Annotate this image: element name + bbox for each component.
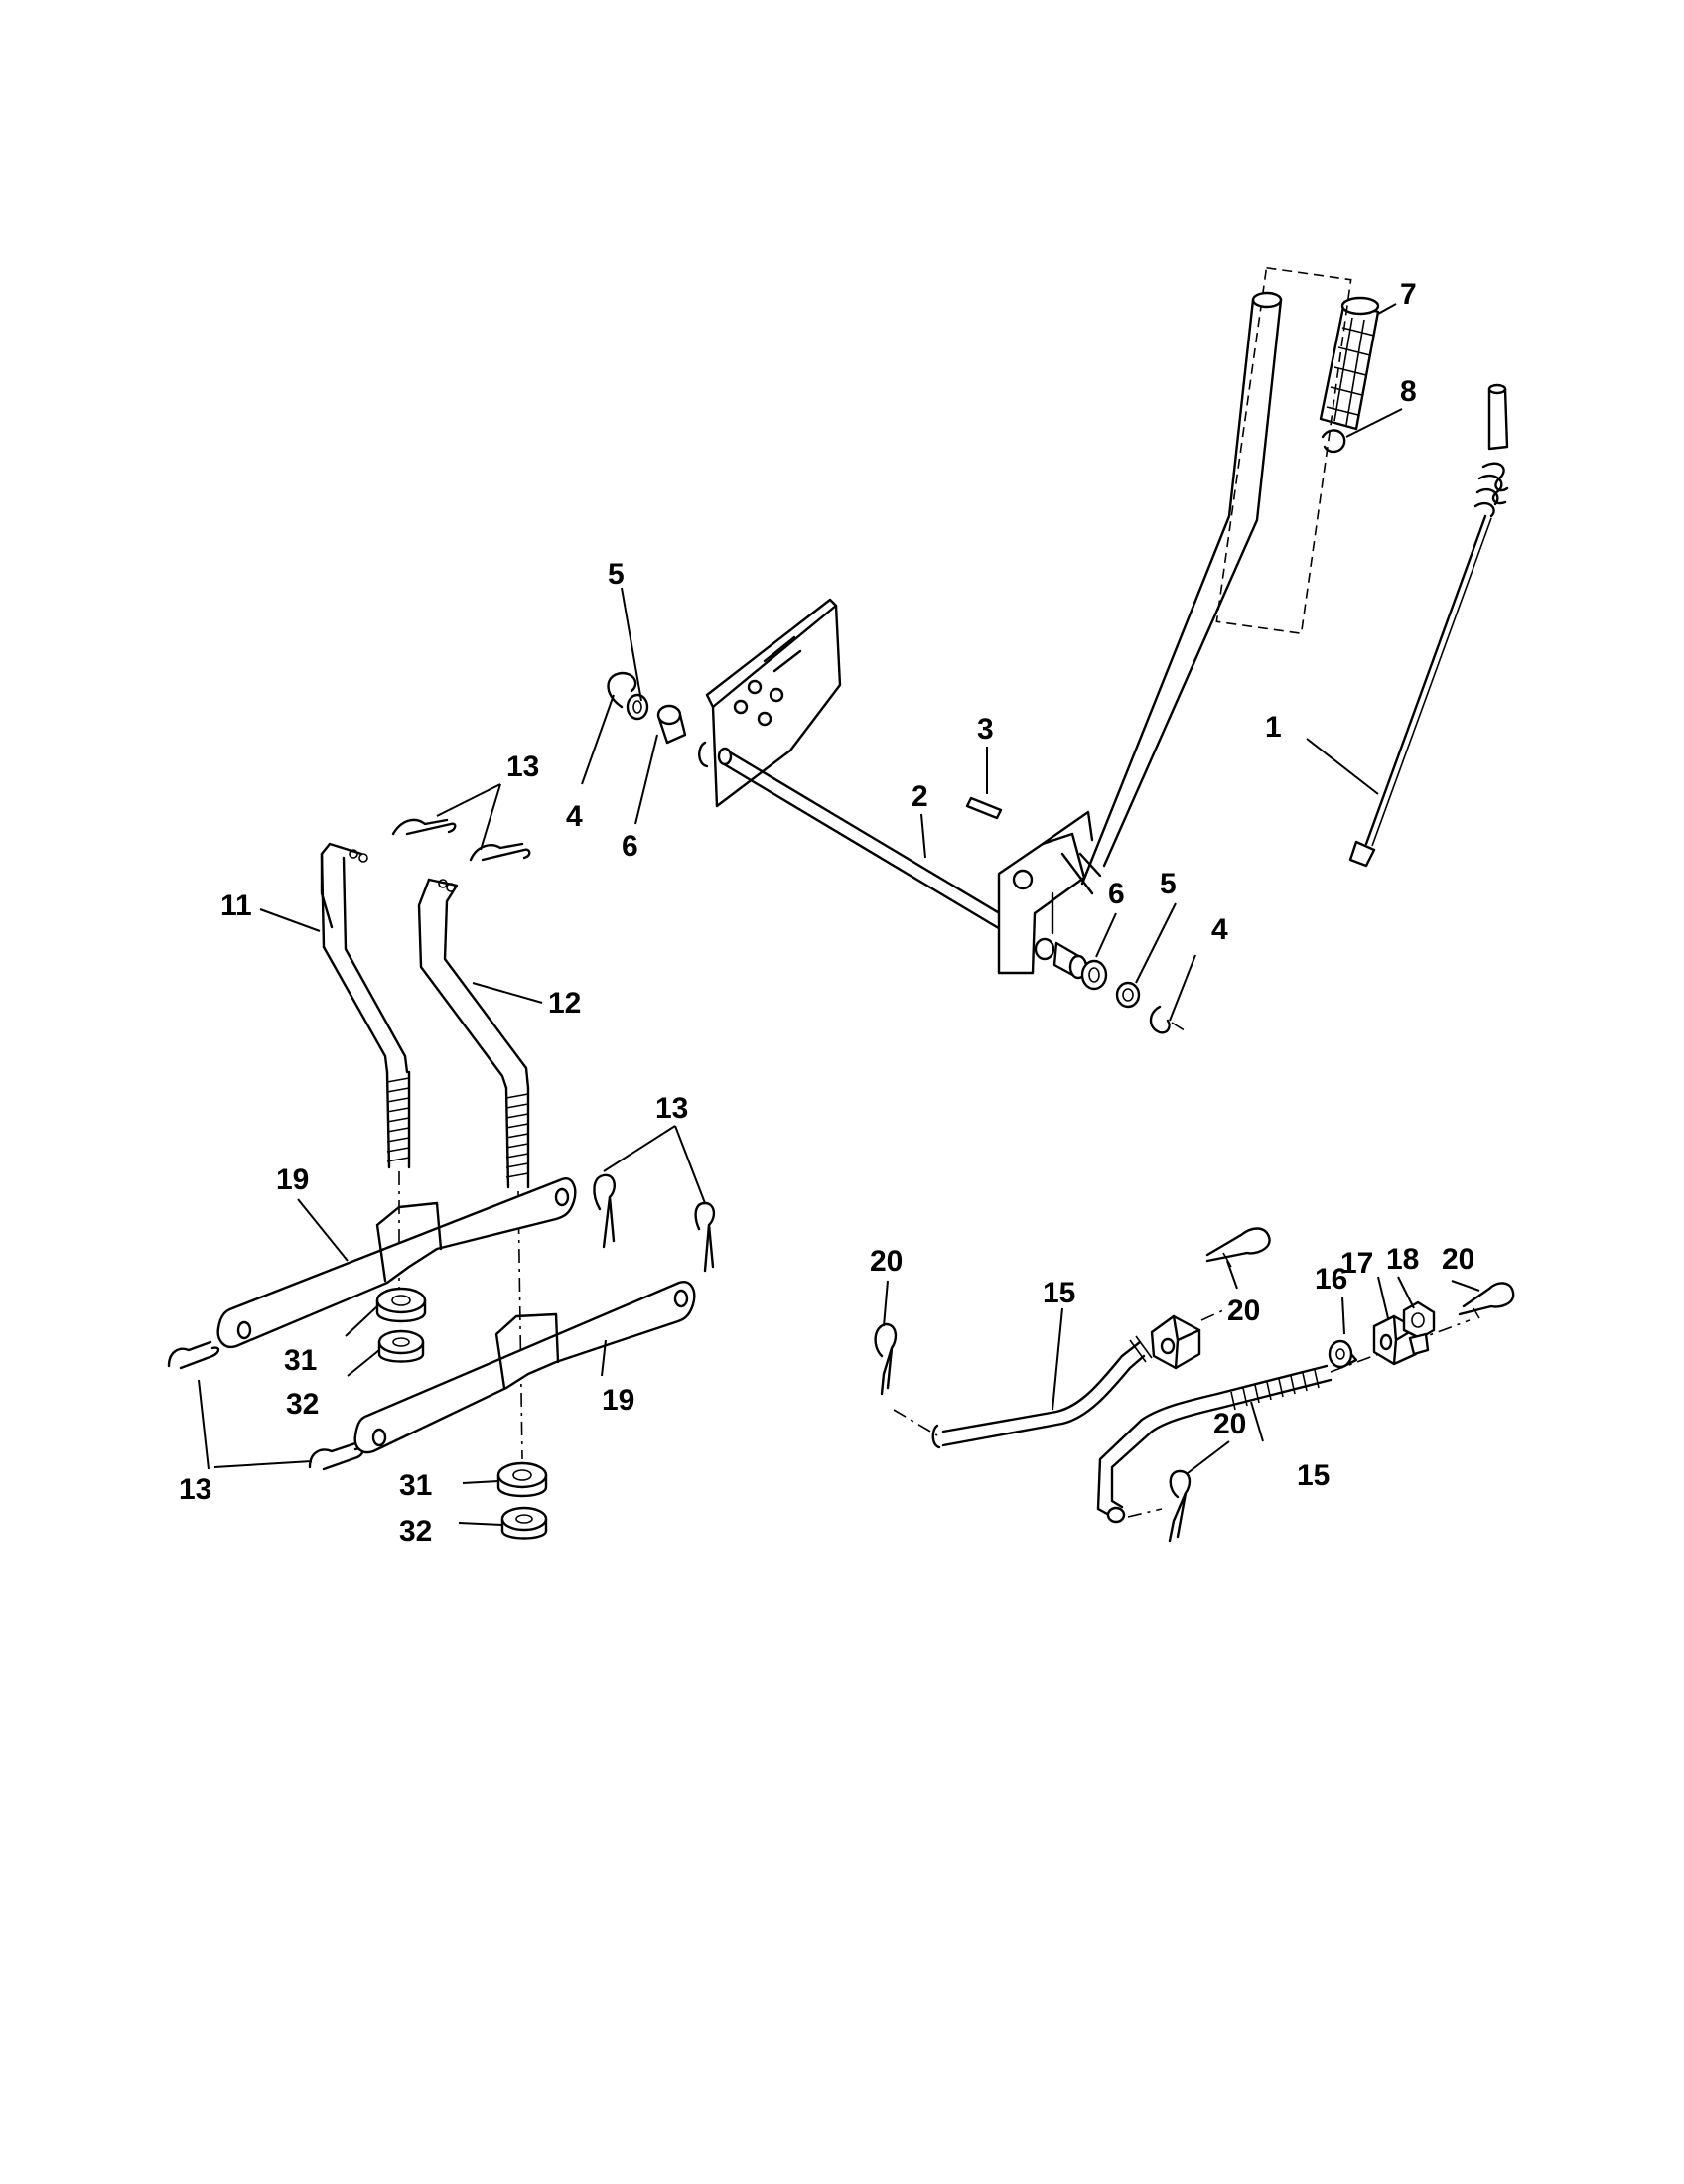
part-washer-right-6 [1080, 959, 1108, 991]
part-lift-arm-19-lower [353, 1281, 696, 1454]
part-hairpin-clip-13-bot-a [167, 1340, 220, 1370]
callout-15-lower: 15 [1297, 1459, 1330, 1492]
part-roll-pin [965, 796, 1003, 820]
part-hairpin-20-left [874, 1322, 898, 1396]
callout-5-right: 5 [1160, 868, 1177, 900]
part-lift-arm-19-upper [216, 1177, 577, 1349]
callout-17: 17 [1340, 1247, 1373, 1280]
part-washer-right-5 [1115, 981, 1141, 1009]
callout-15-upper: 15 [1043, 1277, 1075, 1309]
part-spacer-31-lower [496, 1461, 548, 1498]
centerline-rod-lower [1330, 1319, 1471, 1373]
part-spacer-31-upper [375, 1287, 427, 1323]
callout-6-right: 6 [1108, 878, 1125, 910]
part-handle-grip [1319, 296, 1380, 431]
callout-20-upper: 20 [1227, 1295, 1260, 1327]
centerline-rod-lower-left [1127, 1508, 1163, 1518]
centerline-rod-upper-left [893, 1409, 938, 1436]
callout-3: 3 [977, 713, 994, 746]
part-cable [1348, 383, 1509, 868]
callout-31-upper: 31 [284, 1344, 317, 1377]
part-bushing-left [656, 704, 687, 745]
callout-8: 8 [1400, 375, 1417, 408]
callout-1: 1 [1265, 711, 1282, 744]
part-hairpin-20-lower [1168, 1469, 1192, 1543]
part-e-clip-left [607, 671, 637, 709]
callout-7: 7 [1400, 278, 1417, 311]
part-lift-link-12 [417, 878, 530, 1189]
centerline-link-12 [517, 1190, 523, 1460]
part-hairpin-clip-13-mid-b [694, 1201, 716, 1273]
part-hairpin-clip-13-top-b [469, 842, 531, 862]
part-adjust-rod-15-upper [931, 1314, 1201, 1449]
callout-13-mid: 13 [655, 1092, 688, 1125]
part-hairpin-20-right [1458, 1282, 1515, 1319]
callout-12: 12 [548, 987, 581, 1020]
centerline-rod-upper-right [1200, 1309, 1224, 1321]
callout-20-right: 20 [1442, 1243, 1474, 1276]
part-bushing-right [1034, 937, 1088, 980]
callout-18: 18 [1386, 1243, 1419, 1276]
part-adjust-rod-15-lower [1096, 1364, 1333, 1524]
part-hairpin-20-upper [1205, 1227, 1271, 1268]
part-lift-link-11 [320, 842, 411, 1169]
part-mounting-plate [705, 598, 842, 808]
callout-4-left: 4 [566, 800, 583, 833]
callout-19-upper: 19 [276, 1163, 309, 1196]
callout-13-bottom: 13 [179, 1473, 211, 1506]
callout-31-lower: 31 [399, 1469, 432, 1502]
callout-5-left: 5 [608, 558, 625, 591]
callout-19-lower: 19 [602, 1384, 634, 1417]
part-lever-bracket [997, 810, 1102, 975]
callout-11: 11 [220, 889, 252, 922]
part-e-clip-right [1149, 1005, 1171, 1034]
leader-lines [198, 303, 1480, 1526]
reference-outline [1215, 266, 1352, 635]
part-washer-16 [1328, 1339, 1358, 1369]
centerline-shaft [1171, 1022, 1189, 1033]
callout-20-lower: 20 [1213, 1408, 1246, 1440]
part-nut-32-lower [500, 1506, 548, 1540]
part-nut-32-upper [377, 1329, 425, 1363]
callout-16: 16 [1315, 1263, 1347, 1296]
part-hairpin-clip-13-mid-a [593, 1173, 616, 1249]
callout-13-top: 13 [506, 751, 539, 783]
callout-4-right: 4 [1211, 913, 1228, 946]
part-nut-18 [1402, 1300, 1436, 1356]
part-hairpin-clip-13-top-a [391, 818, 457, 836]
callout-32-lower: 32 [399, 1515, 432, 1548]
part-washer-left [626, 693, 649, 721]
callout-20-left: 20 [870, 1245, 903, 1278]
part-hairpin-clip-13-bot-b [308, 1441, 364, 1471]
callout-6-left: 6 [622, 830, 638, 863]
part-grip-clip [1321, 429, 1346, 454]
callout-32-upper: 32 [286, 1388, 319, 1421]
callout-2: 2 [912, 780, 928, 813]
part-lift-lever [1080, 291, 1283, 886]
part-cross-shaft [698, 741, 1015, 935]
